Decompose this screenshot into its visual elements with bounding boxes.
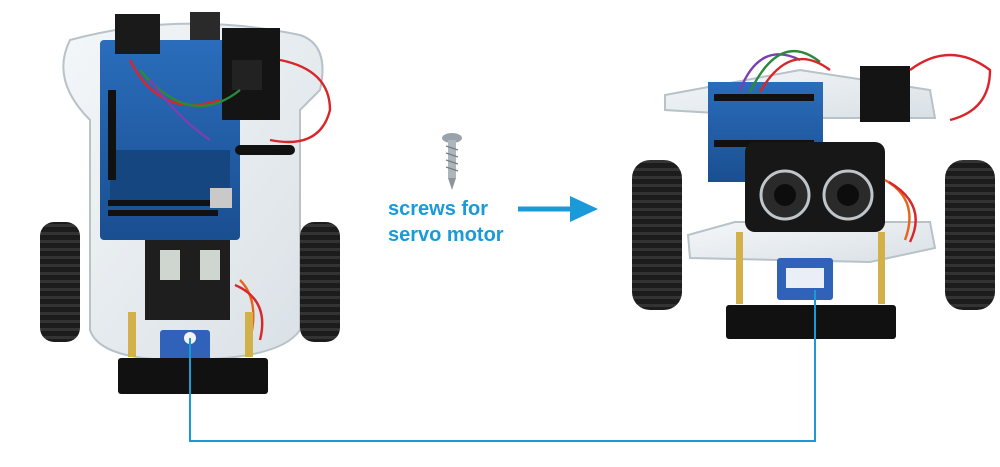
caption-line-2: servo motor [388, 224, 504, 246]
caption-line-1: screws for [388, 198, 489, 220]
robot-car-before [40, 12, 340, 394]
ultrasonic-sensor-icon [745, 142, 885, 232]
robot-car-after [632, 49, 995, 339]
line-tracking-board [118, 358, 268, 394]
motor-driver [115, 14, 160, 54]
screw-icon [442, 133, 462, 190]
connector-line [189, 290, 816, 442]
line-tracking-board [726, 305, 896, 339]
right-wheel [945, 160, 995, 310]
right-wheel [300, 222, 340, 342]
servo-motor [160, 330, 210, 362]
battery-box [860, 66, 910, 122]
arrow-right-icon [518, 196, 598, 222]
left-wheel [632, 160, 682, 310]
screws-caption: screws for servo motor [388, 196, 528, 248]
left-wheel [40, 222, 80, 342]
